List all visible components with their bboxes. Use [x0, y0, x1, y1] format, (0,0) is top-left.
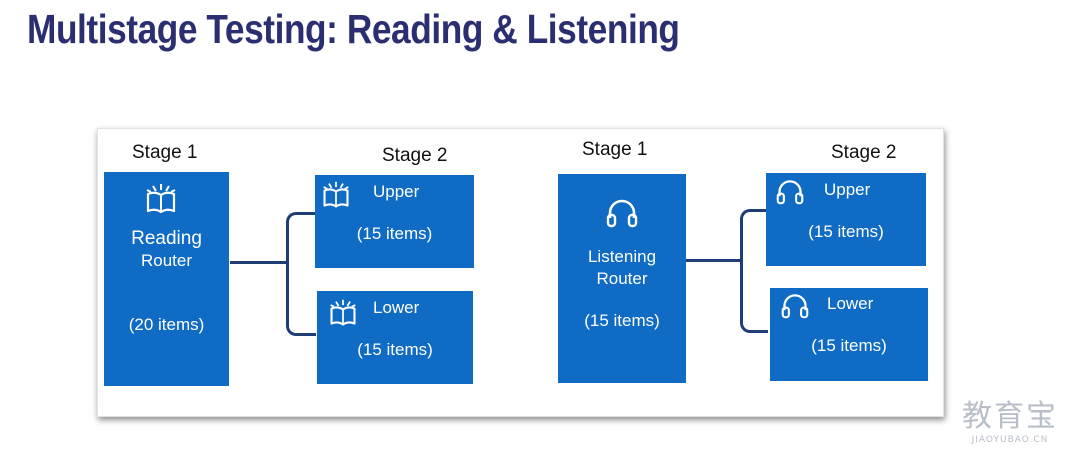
reading-lower-box: Lower (15 items)	[317, 291, 473, 384]
headphones-icon	[606, 199, 638, 228]
watermark-logo-text: 教育宝	[962, 399, 1058, 434]
reading-upper-items: (15 items)	[356, 224, 433, 243]
listening-router-box: Listening Router (15 items)	[558, 174, 686, 383]
watermark-url: JIAOYUBAO.CN	[971, 435, 1049, 445]
listening-router-title: Listening	[587, 247, 657, 266]
page-title: Multistage Testing: Reading & Listening	[27, 6, 680, 52]
reading-router-subtitle: Router	[140, 251, 193, 270]
listening-lower-label: Lower	[827, 294, 874, 313]
listening-upper-box: Upper (15 items)	[766, 173, 926, 266]
reading-stage2-label: Stage 2	[382, 145, 448, 166]
listening-upper-label: Upper	[824, 180, 871, 199]
reading-lower-label: Lower	[373, 298, 420, 317]
reading-stage1-label: Stage 1	[132, 142, 198, 163]
listening-connector-line	[686, 259, 742, 262]
listening-bracket	[740, 209, 768, 333]
reading-router-title: Reading	[131, 228, 202, 249]
reading-upper-label: Upper	[373, 182, 420, 201]
listening-lower-box: Lower (15 items)	[770, 288, 928, 381]
watermark: 教育宝 JIAOYUBAO.CN	[962, 391, 1058, 445]
headphones-icon	[781, 294, 809, 319]
book-icon	[146, 184, 176, 214]
book-icon	[330, 299, 356, 326]
reading-upper-box: Upper (15 items)	[315, 175, 474, 268]
reading-connector-line	[230, 261, 288, 264]
headphones-icon	[776, 180, 804, 205]
book-icon	[323, 181, 349, 208]
listening-lower-items: (15 items)	[811, 336, 887, 355]
reading-lower-items: (15 items)	[357, 340, 433, 359]
listening-stage2-label: Stage 2	[831, 142, 897, 163]
reading-bracket	[286, 212, 316, 336]
listening-router-items: (15 items)	[584, 311, 660, 330]
reading-router-items: (20 items)	[128, 315, 205, 334]
listening-router-subtitle: Router	[596, 269, 648, 288]
listening-upper-items: (15 items)	[808, 222, 884, 241]
reading-router-box: Reading Router (20 items)	[104, 172, 229, 386]
listening-stage1-label: Stage 1	[582, 139, 648, 160]
